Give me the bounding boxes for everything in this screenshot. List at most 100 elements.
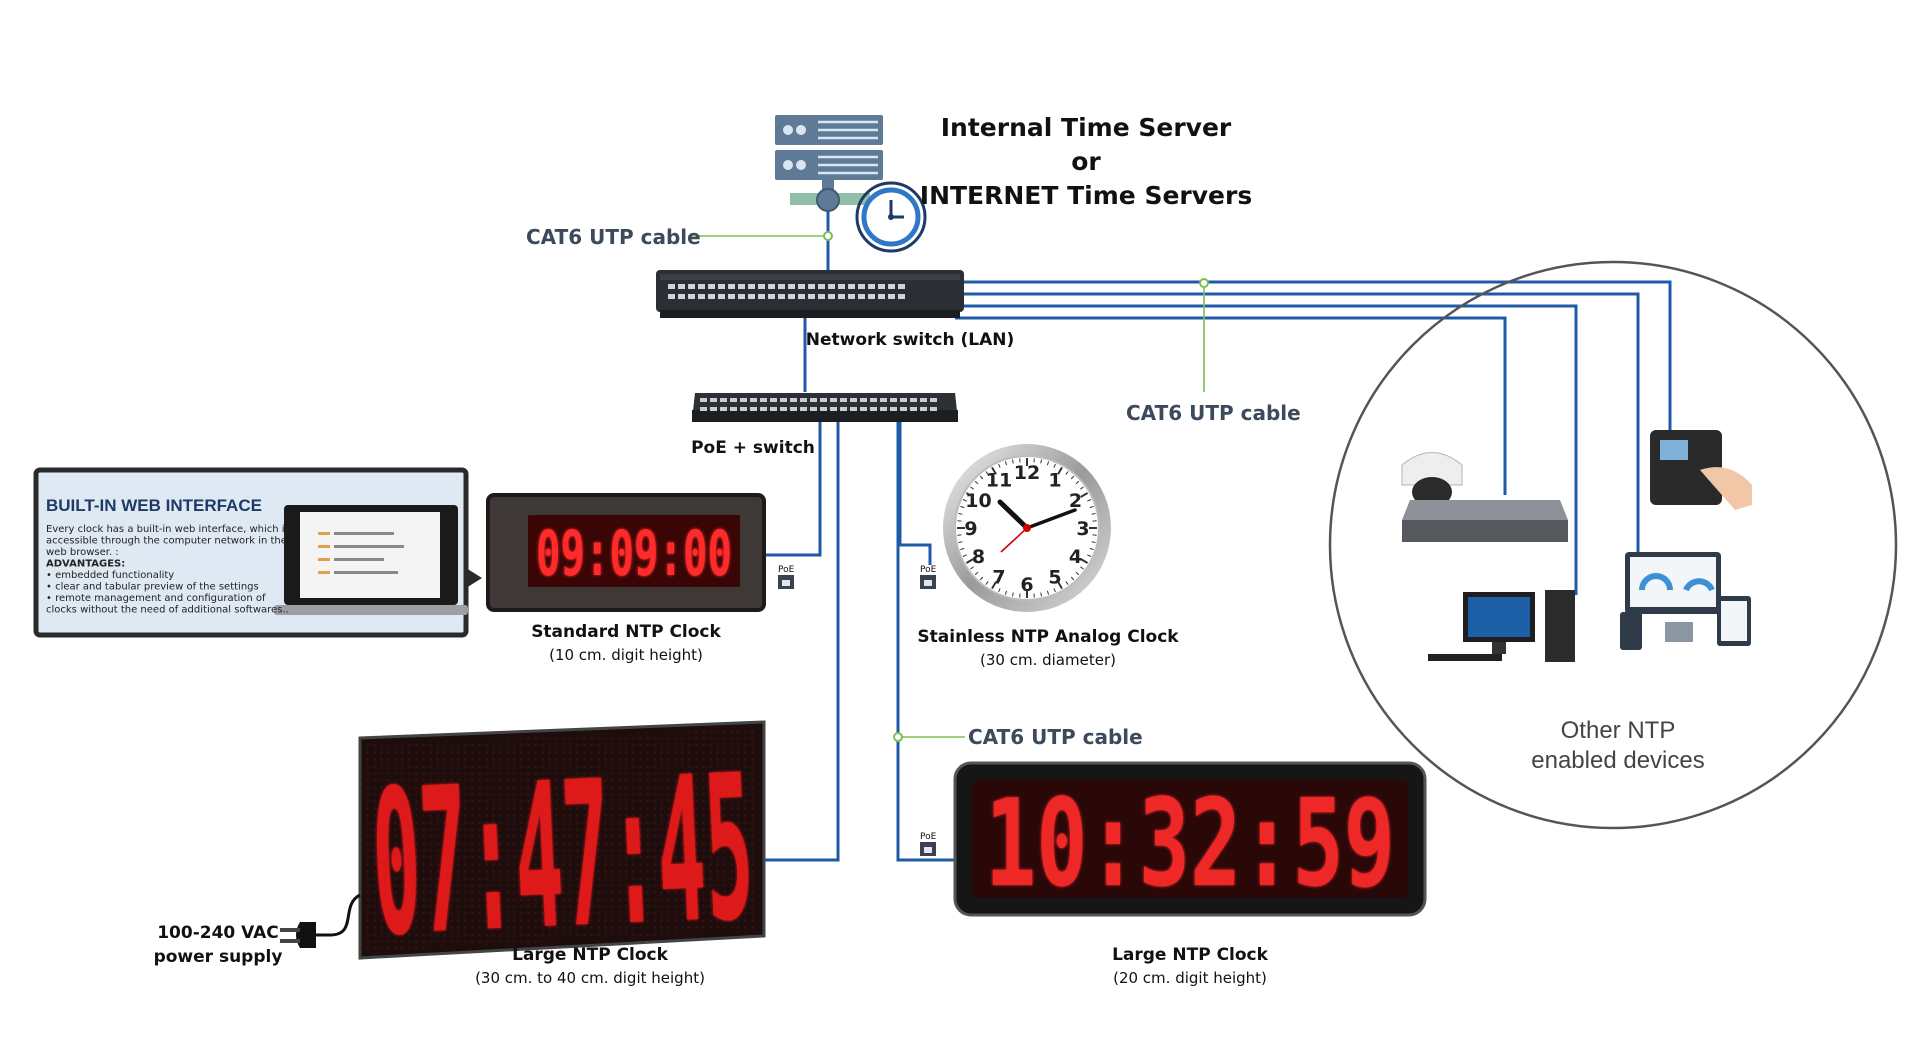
switch-port <box>678 294 685 299</box>
switch-port <box>900 407 907 411</box>
clock-tick <box>970 566 974 570</box>
switch-port <box>740 398 747 402</box>
switch-port <box>850 407 857 411</box>
svg-text:PoE: PoE <box>920 565 937 575</box>
title-line-1: Internal Time Server <box>941 113 1232 142</box>
large-right-clock-name: Large NTP Clock <box>1112 945 1269 965</box>
clock-tick <box>1087 554 1092 557</box>
switch-port <box>910 407 917 411</box>
clock-numeral: 6 <box>1020 574 1033 596</box>
switch-port <box>890 407 897 411</box>
cable-label-middle: CAT6 UTP cable <box>1126 401 1301 425</box>
switch-port <box>870 398 877 402</box>
switch-port <box>808 284 815 289</box>
switch-port <box>920 398 927 402</box>
clock-numeral: 4 <box>1069 546 1082 568</box>
clock-tick <box>958 512 963 515</box>
switch-port <box>828 294 835 299</box>
ip-camera-icon <box>1401 452 1463 507</box>
cable-label-bottom: CAT6 UTP cable <box>968 725 1143 749</box>
clock-tick <box>1065 581 1069 585</box>
cable-label-top: CAT6 UTP cable <box>526 225 701 249</box>
cable-to-access-control <box>955 280 1672 430</box>
analog-clock-spec: (30 cm. diameter) <box>980 651 1116 669</box>
web-interface-line: Every clock has a built-in web interface… <box>46 524 290 535</box>
title-block: Internal Time Server or INTERNET Time Se… <box>920 113 1252 210</box>
large-left-clock-time: 07:47:45 <box>368 732 758 981</box>
cable-to-tablets <box>955 292 1640 555</box>
switch-port <box>708 284 715 289</box>
switch-port <box>858 284 865 289</box>
cable-junction-dot <box>1199 278 1209 288</box>
clock-tick <box>979 475 984 480</box>
large-right-clock-spec: (20 cm. digit height) <box>1113 969 1267 987</box>
web-interface-line: web browser. : <box>46 547 119 558</box>
clock-numeral: 11 <box>986 470 1012 492</box>
switch-port <box>758 294 765 299</box>
switch-port <box>768 294 775 299</box>
switch-port <box>698 294 705 299</box>
switch-port <box>810 398 817 402</box>
switch-port <box>790 398 797 402</box>
switch-port <box>900 398 907 402</box>
switch-port <box>830 407 837 411</box>
power-plug-icon <box>280 893 361 948</box>
access-control-terminal-icon <box>1650 430 1752 510</box>
network-switch-label: Network switch (LAN) <box>806 330 1015 350</box>
clock-tick <box>1075 480 1080 485</box>
power-supply-line-2: power supply <box>154 947 283 967</box>
clock-tick <box>1046 461 1050 466</box>
switch-port <box>830 398 837 402</box>
web-interface-line: accessible through the computer network … <box>46 536 287 547</box>
clock-tick <box>991 581 997 590</box>
switch-port <box>780 398 787 402</box>
switch-port <box>828 284 835 289</box>
clock-tick <box>1087 499 1092 502</box>
switch-port <box>750 407 757 411</box>
clock-tick <box>1011 459 1014 464</box>
switch-port <box>770 398 777 402</box>
clock-tick <box>1080 492 1089 498</box>
poe-port-icon: PoE <box>920 565 937 589</box>
switch-port <box>890 398 897 402</box>
switch-port <box>770 407 777 411</box>
switch-port <box>800 407 807 411</box>
clock-tick <box>974 480 979 485</box>
switch-port <box>790 407 797 411</box>
switch-port <box>708 294 715 299</box>
large-left-clock-spec: (30 cm. to 40 cm. digit height) <box>475 969 705 987</box>
clock-numeral: 8 <box>972 546 985 568</box>
switch-port <box>718 294 725 299</box>
leader-lines <box>688 235 1205 738</box>
clock-sync-icon <box>855 181 927 253</box>
clock-tick <box>1057 581 1063 590</box>
switch-port <box>678 284 685 289</box>
standard-clock-time: 09:09:00 <box>536 517 732 590</box>
clock-tick <box>1070 576 1075 581</box>
switch-port <box>710 407 717 411</box>
switch-port <box>920 407 927 411</box>
switch-port <box>698 284 705 289</box>
switch-port <box>818 294 825 299</box>
web-interface-line: • clear and tabular preview of the setti… <box>46 582 259 593</box>
clock-tick <box>991 466 997 475</box>
switch-port <box>898 284 905 289</box>
switch-port <box>740 407 747 411</box>
clock-numeral: 12 <box>1014 462 1040 484</box>
switch-port <box>778 294 785 299</box>
web-interface-line: clocks without the need of additional so… <box>46 605 289 616</box>
switch-port <box>728 294 735 299</box>
switch-port <box>720 398 727 402</box>
large-right-clock-time: 10:32:59 <box>985 775 1395 914</box>
switch-port <box>858 294 865 299</box>
switch-port <box>910 398 917 402</box>
large-left-clock-name: Large NTP Clock <box>512 945 669 965</box>
switch-port <box>668 294 675 299</box>
switch-port <box>738 284 745 289</box>
clock-tick <box>970 486 974 490</box>
clock-tick <box>1065 471 1069 475</box>
switch-port <box>700 398 707 402</box>
switch-port <box>730 407 737 411</box>
network-switch <box>656 270 964 318</box>
time-server-icon <box>775 115 883 212</box>
